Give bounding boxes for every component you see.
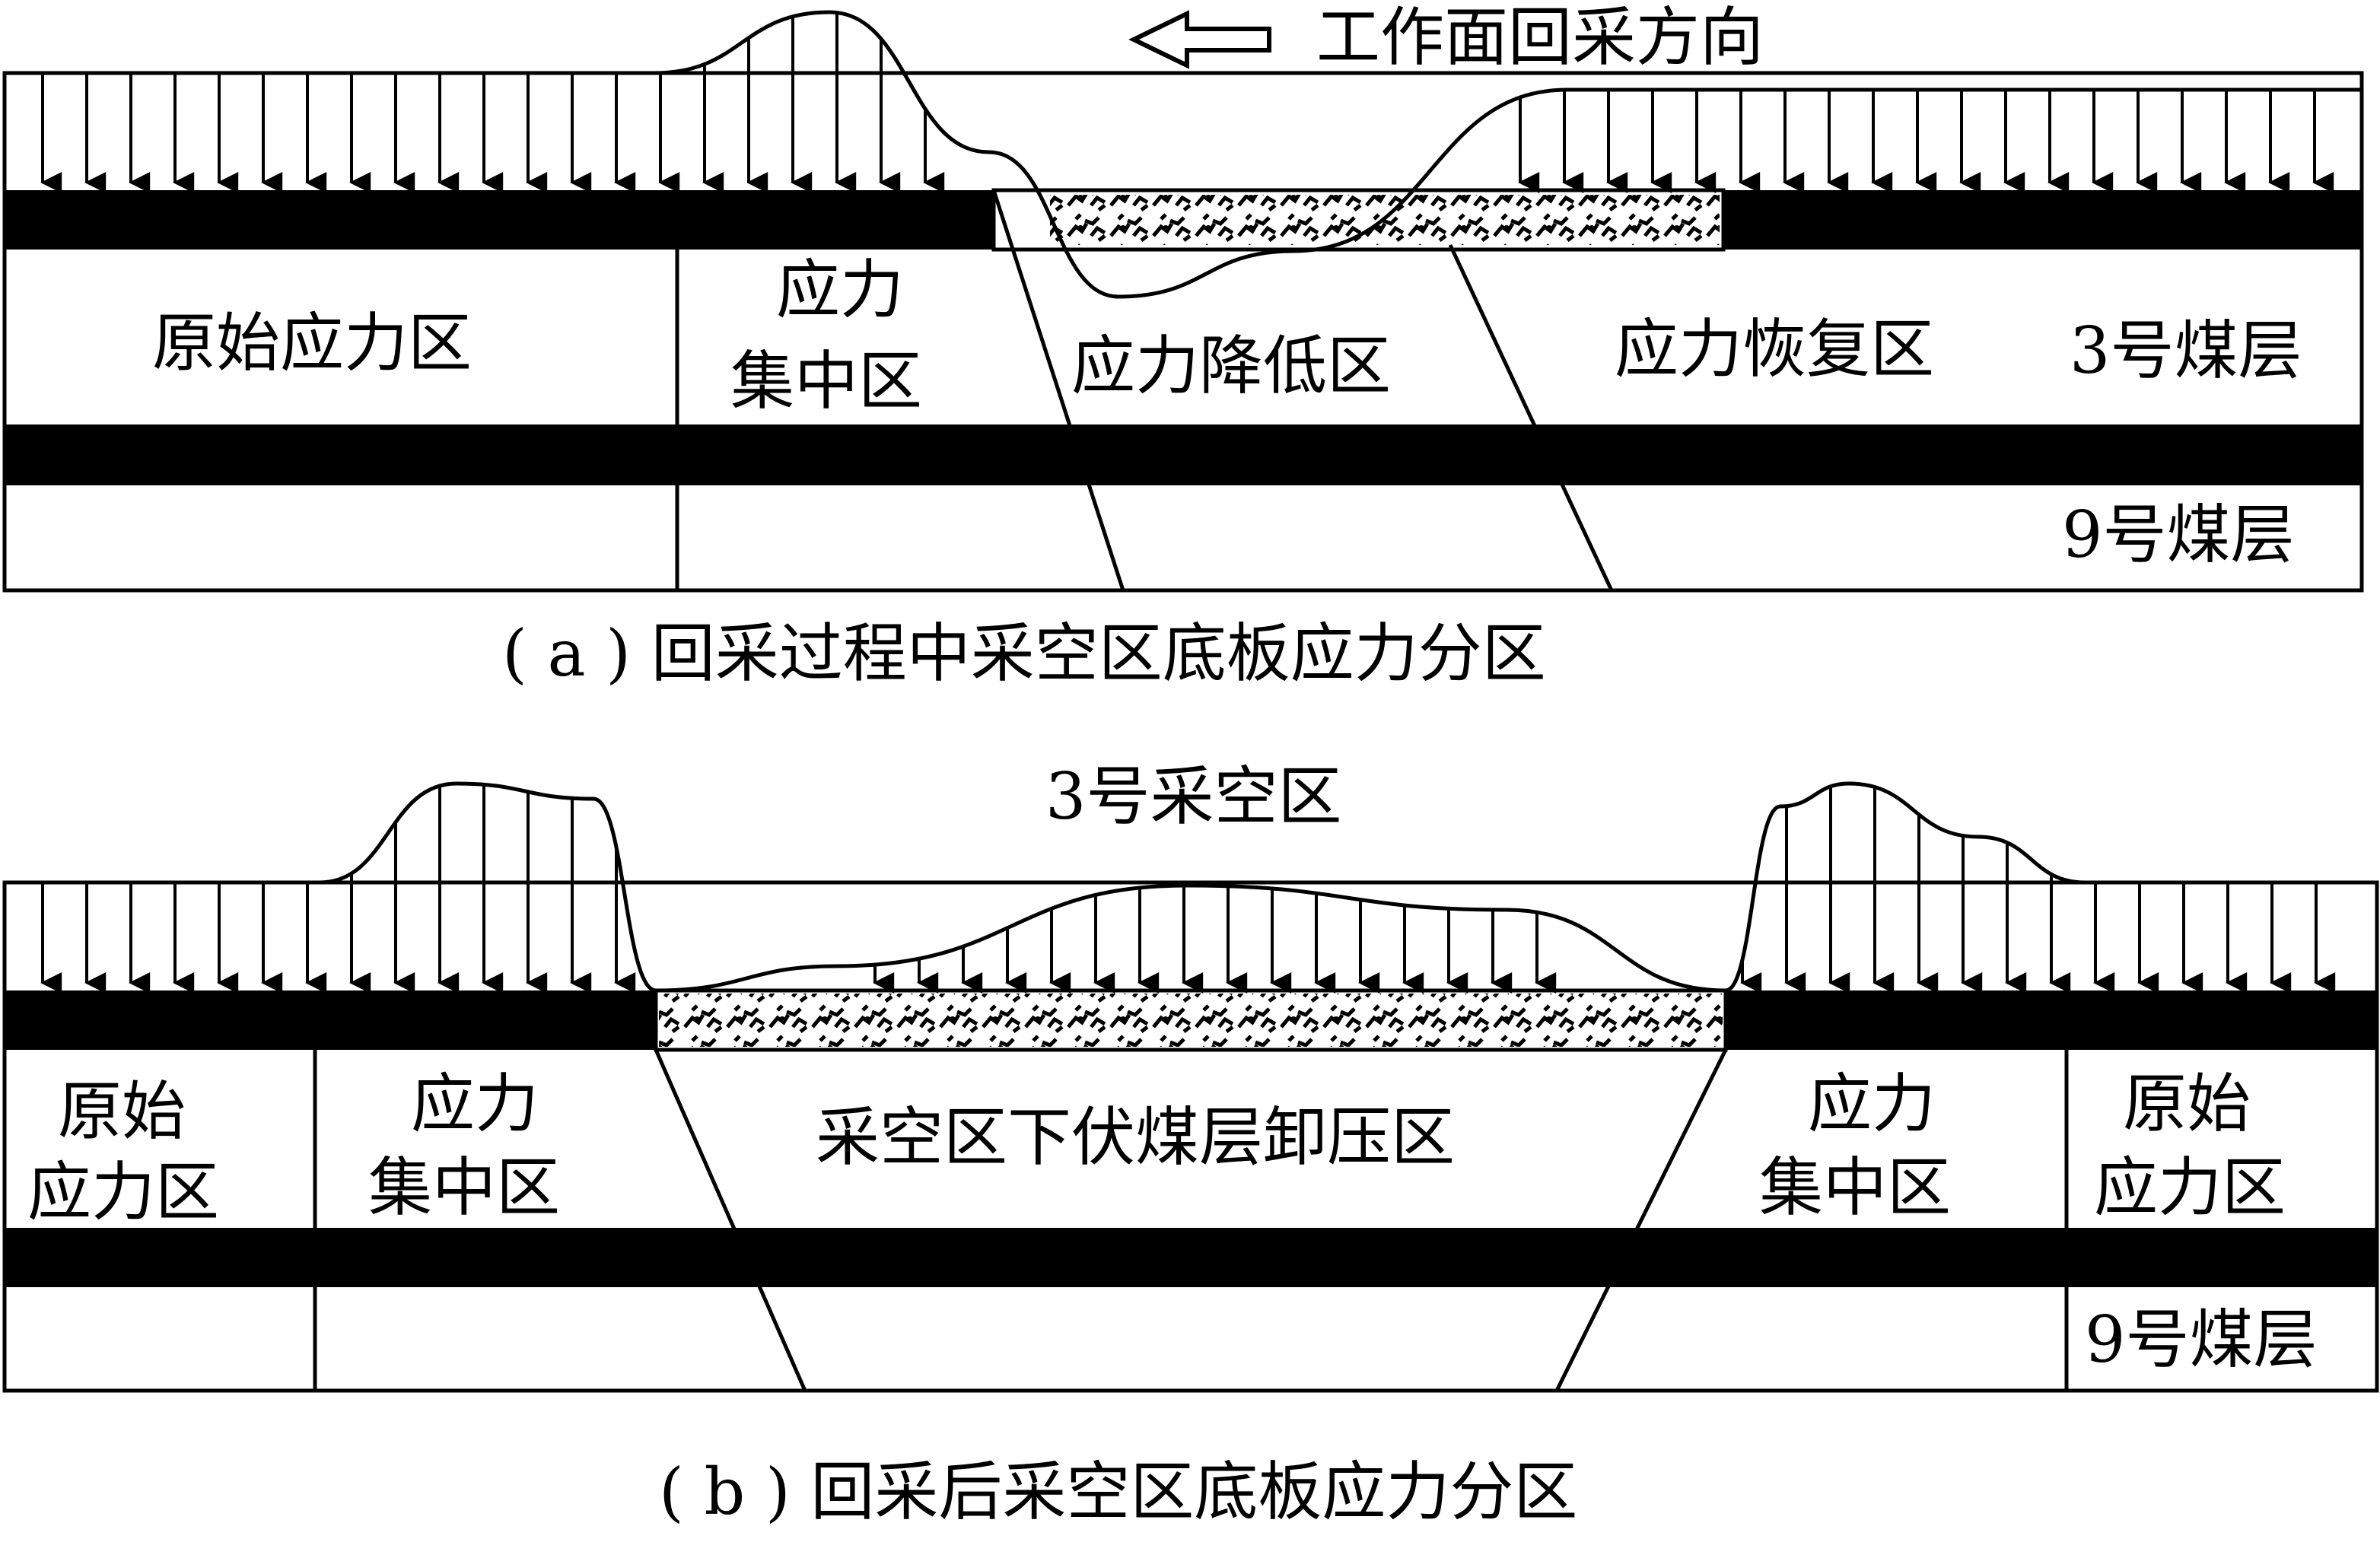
panel-a-zone-concentration-l1: 应力 (776, 253, 904, 327)
panel-b-seam3-left (5, 990, 656, 1050)
panel-b: 3号采空区 原始 应力区 应力 集中区 采空区下伏煤层卸压区 应力 集中区 原始… (2, 759, 2379, 1529)
panel-b-zone-concentration-right-l1: 应力 (1808, 1067, 1936, 1141)
panel-b-zone-original-left-l1: 原始 (58, 1074, 186, 1149)
panel-b-zone-concentration-left-l2: 集中区 (368, 1150, 560, 1225)
panel-b-divider-3 (1554, 1048, 1728, 1392)
panel-b-zone-concentration-left-l1: 应力 (411, 1067, 539, 1141)
panel-a-caption: ( a ) 回采过程中采空区底板应力分区 (502, 616, 1546, 691)
panel-b-stress-curve (5, 781, 2377, 993)
panel-a-stress-curve (4, 10, 2362, 299)
panel-a-seam3-left (5, 190, 994, 250)
panel-a: 工作面回采方向 原始应力区 应力 集中区 应力降低区 应力恢复区 3号煤层 9号… (2, 0, 2364, 691)
panel-b-caption: ( b ) 回采后采空区底板应力分区 (659, 1455, 1577, 1529)
goaf-3-label: 3号采空区 (1045, 759, 1341, 834)
panel-b-seam9-label: 9号煤层 (2085, 1302, 2317, 1377)
mining-direction-label: 工作面回采方向 (1316, 0, 1764, 75)
panel-b-stress-arrows (40, 784, 2336, 994)
panel-b-frame (2, 880, 2379, 1393)
panel-a-frame (2, 71, 2364, 593)
panel-b-seam9-band (5, 1228, 2377, 1287)
panel-a-divider-2 (991, 189, 1125, 591)
panel-a-zone-recovery: 应力恢复区 (1615, 312, 1934, 386)
panel-a-stress-arrows (40, 12, 2334, 193)
panel-b-zone-concentration-right-l2: 集中区 (1759, 1150, 1951, 1225)
panel-b-caved-rubble (659, 994, 1723, 1047)
panel-a-seam9-label: 9号煤层 (2062, 498, 2294, 572)
panel-a-divider-3 (1448, 243, 1614, 592)
panel-b-seam3-right (1726, 990, 2377, 1050)
hollow-left-arrow-icon (1128, 10, 1271, 69)
panel-a-seam9-band (5, 424, 2362, 485)
panel-a-seam3-label: 3号煤层 (2070, 313, 2302, 388)
panel-b-zone-original-right-l1: 原始 (2123, 1067, 2251, 1141)
panel-a-zone-reduction: 应力降低区 (1071, 329, 1391, 403)
panel-b-zone-original-right-l2: 应力区 (2094, 1150, 2286, 1225)
panel-a-zone-concentration-l2: 集中区 (730, 344, 922, 418)
panel-b-divider-2 (654, 1048, 807, 1392)
panel-b-zone-relief: 采空区下伏煤层卸压区 (816, 1100, 1455, 1175)
panel-b-zone-original-left-l2: 应力区 (27, 1155, 219, 1229)
panel-a-seam3-right (1723, 190, 2362, 250)
panel-a-zone-original: 原始应力区 (152, 306, 472, 380)
